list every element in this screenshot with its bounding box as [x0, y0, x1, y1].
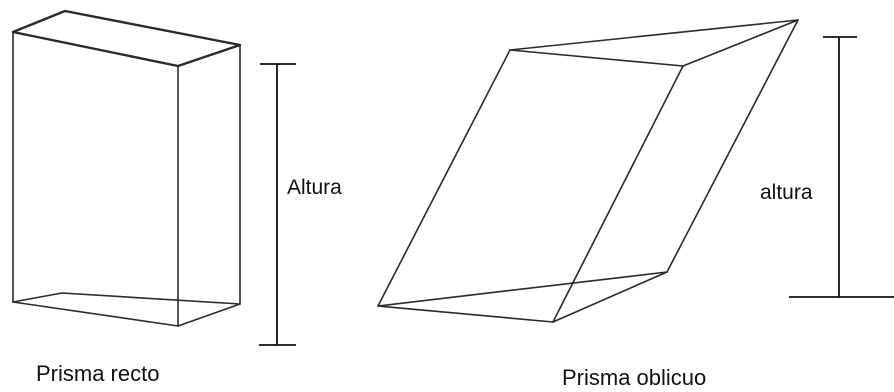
oblique-prism-edge [666, 19, 799, 273]
oblique-prism-height-marker [789, 36, 894, 298]
oblique-prism-top-face [509, 19, 799, 67]
right-prism-edge [61, 292, 241, 305]
right-prism-height-marker [259, 63, 296, 346]
oblique-prism-caption: Prisma oblicuo [562, 365, 707, 390]
right-prism-top-face [11, 9, 242, 68]
right-prism-edge [12, 292, 63, 303]
right-prism [11, 9, 242, 327]
right-prism-caption: Prisma recto [36, 361, 160, 386]
right-prism-height-label: Altura [287, 176, 342, 199]
oblique-prism-edge [552, 65, 684, 323]
oblique-prism-edge [377, 49, 511, 307]
oblique-prism-bottom-face [377, 271, 668, 323]
oblique-prism-height-label: altura [760, 181, 813, 204]
oblique-prism [377, 19, 799, 323]
right-prism-bottom-face [12, 301, 241, 327]
